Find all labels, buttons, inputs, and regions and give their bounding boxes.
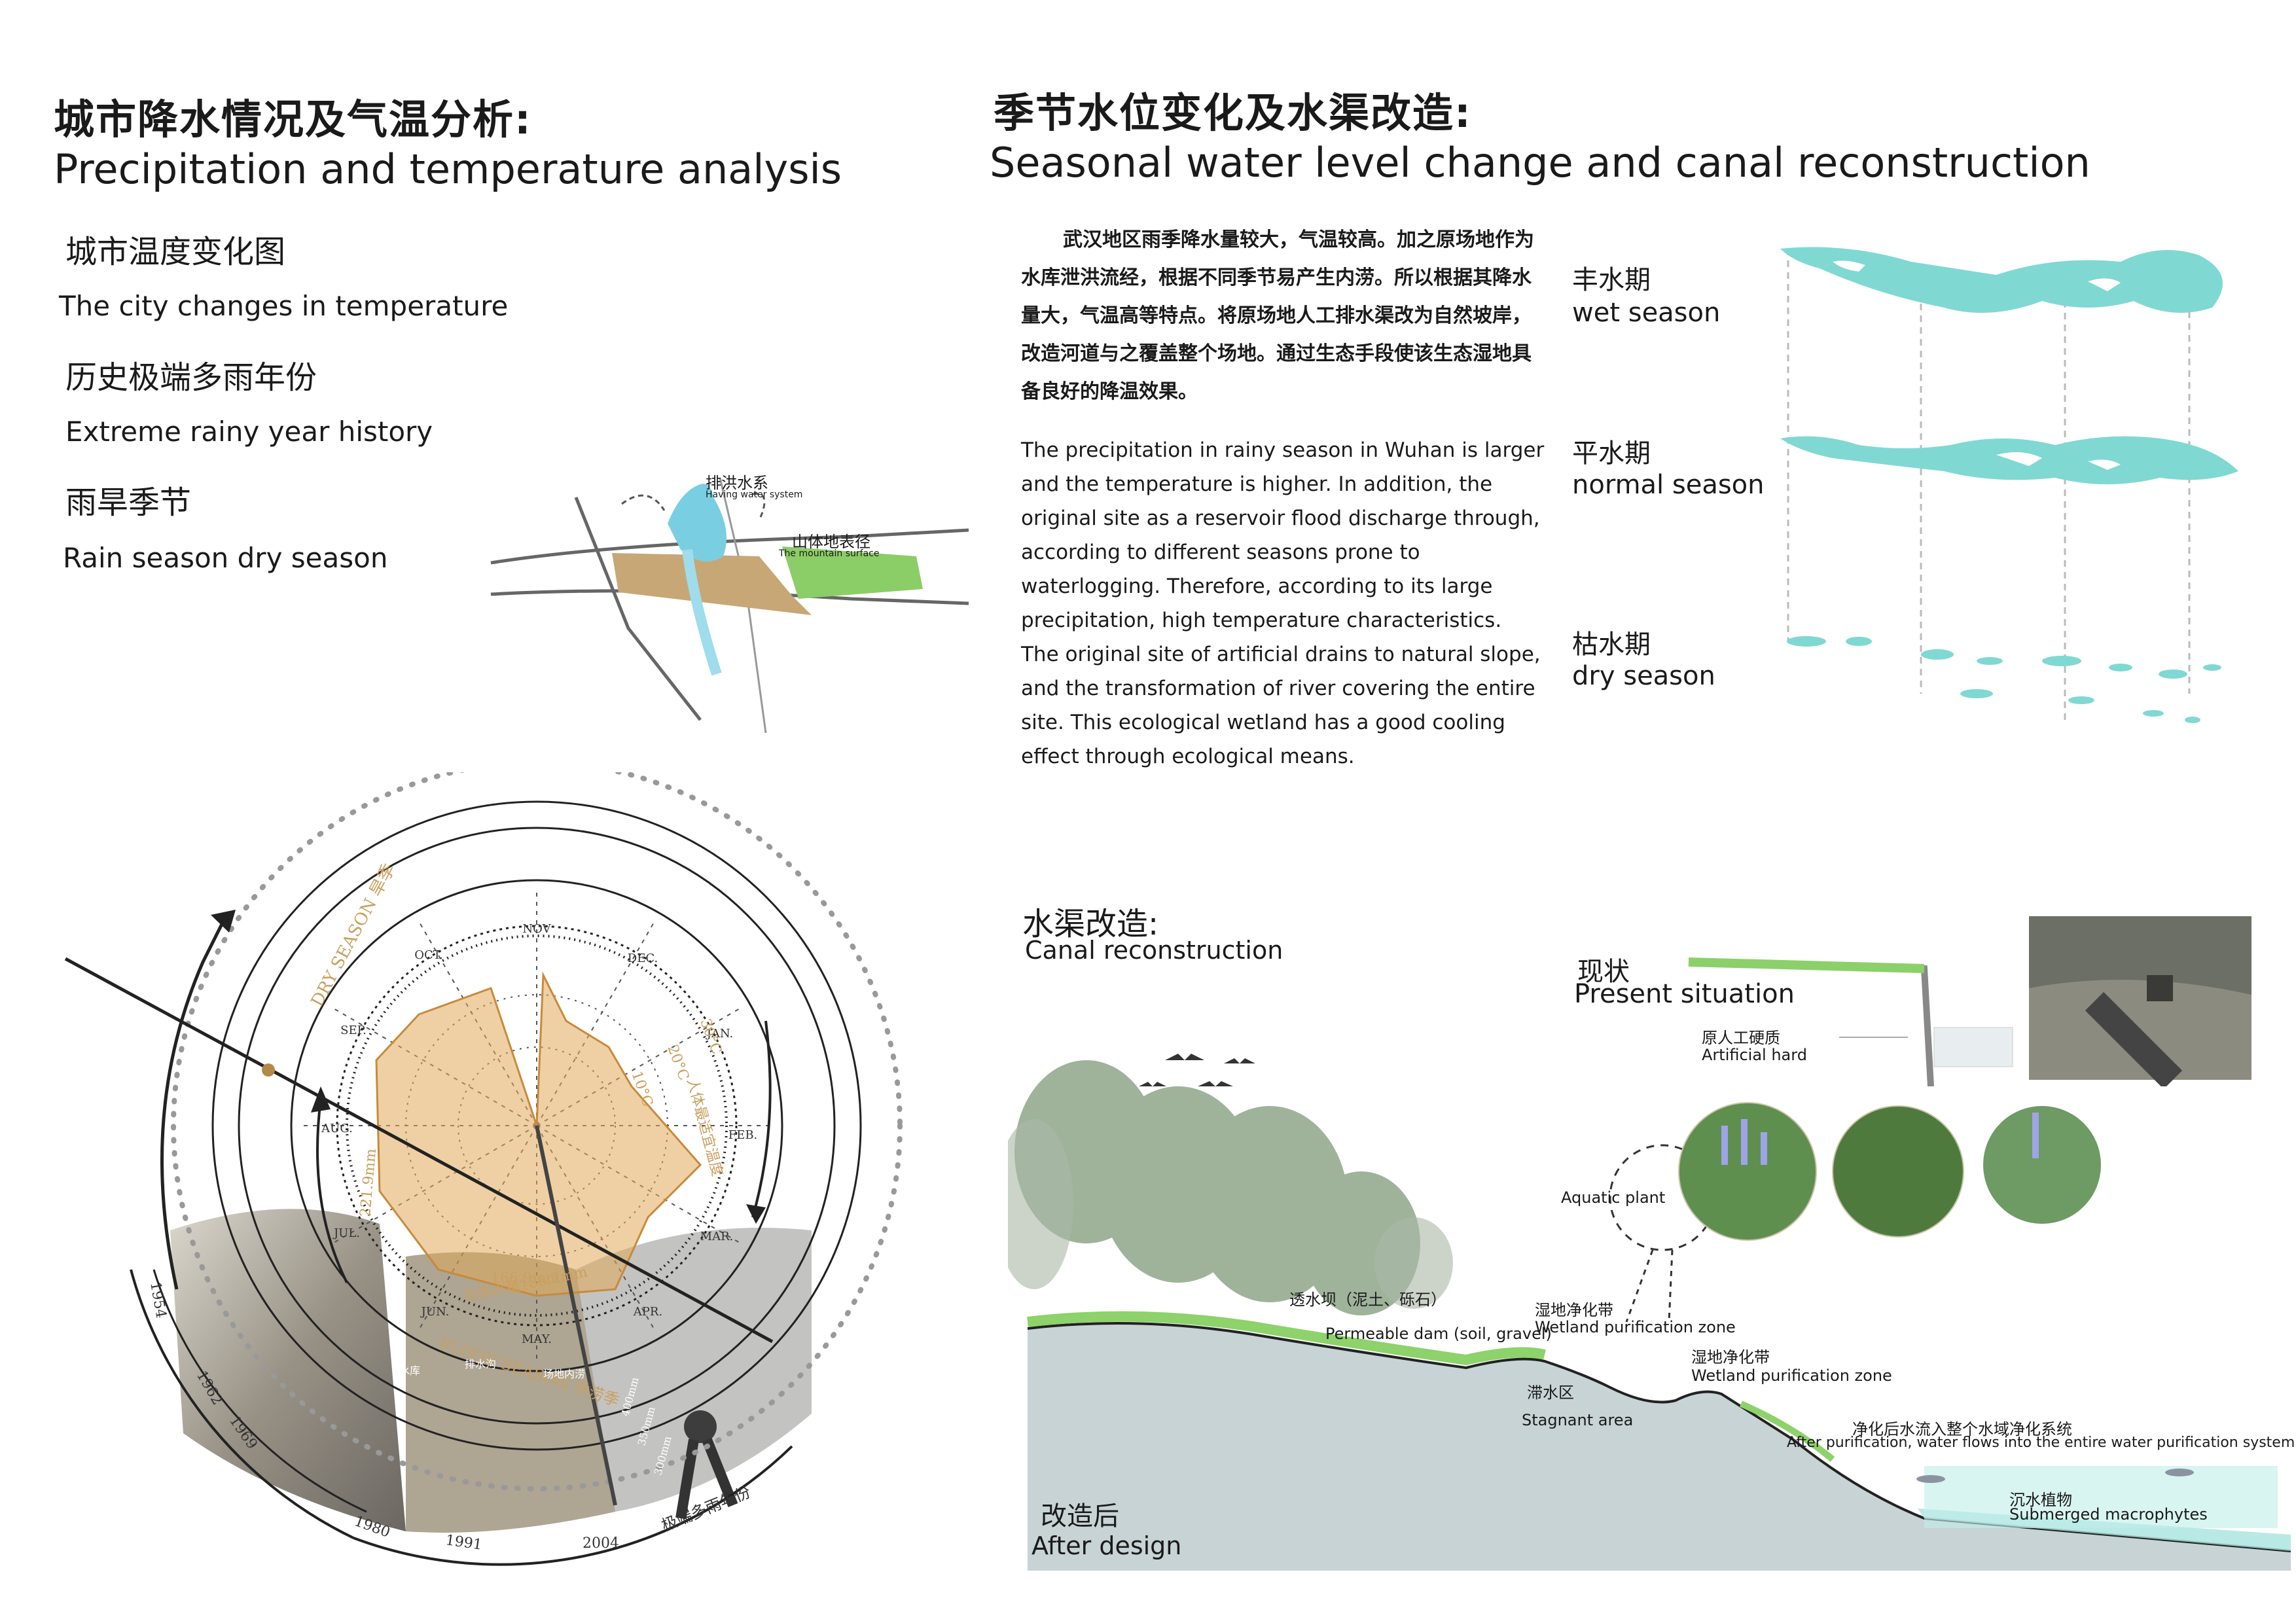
month-apr: APR. (633, 1305, 662, 1319)
map-water-cn: 排洪水系 (706, 474, 768, 492)
month-may: MAY. (522, 1332, 552, 1346)
stag-cn: 滞水区 (1527, 1383, 1574, 1402)
description-cn: 武汉地区雨季降水量较大，气温较高。加之原场地作为水库泄洪流经，根据不同季节易产生… (1021, 228, 1534, 403)
canal-title-cn: 水渠改造: (1022, 906, 1159, 942)
site-map (490, 477, 969, 733)
photo-reservoir: 水库 (399, 1364, 420, 1377)
dam-en: Permeable dam (soil, gravel) (1325, 1325, 1552, 1343)
wet1-en: Wetland purification zone (1535, 1318, 1736, 1336)
stag-en: Stagnant area (1522, 1411, 1634, 1429)
after-flow-cn: 净化后水流入整个水域净化系统 (1852, 1420, 2072, 1438)
flood-photo-center (406, 1252, 615, 1533)
hard-en: Artificial hard (1702, 1046, 1807, 1064)
hard-cn: 原人工硬质 (1702, 1029, 1780, 1047)
year-2004: 2004 (583, 1535, 619, 1552)
normal-season-water (1780, 436, 2238, 484)
season-normal-en: normal season (1572, 470, 1765, 500)
plant-photo-1 (1679, 1103, 1816, 1240)
after-design-cn: 改造后 (1041, 1501, 1119, 1531)
item-season-en: Rain season dry season (63, 542, 388, 574)
submerged-en: Submerged macrophytes (2009, 1505, 2208, 1524)
photo-flooding: 场地内涝 (543, 1368, 585, 1380)
dry-season-water (1787, 636, 2221, 723)
month-jan: JAN. (706, 1027, 734, 1041)
month-oct: OCT. (414, 948, 443, 962)
month-feb: FEB. (728, 1128, 758, 1142)
birds (1139, 1054, 1255, 1086)
present-en: Present situation (1574, 979, 1795, 1009)
month-nov: NOV (522, 922, 551, 936)
canal-title-en: Canal reconstruction (1025, 936, 1283, 965)
item-temperature-en: The city changes in temperature (59, 290, 509, 322)
photo-drain: 排水沟 (465, 1358, 496, 1370)
right-title-cn: 季节水位变化及水渠改造: (994, 89, 1472, 137)
after-design-section (1008, 1054, 2291, 1571)
submerged-cn: 沉水植物 (2009, 1491, 2072, 1509)
plant-photo-3 (1983, 1106, 2101, 1224)
right-title-en: Seasonal water level change and canal re… (990, 139, 2090, 187)
season-wet-cn: 丰水期 (1572, 265, 1651, 295)
flood-photo-left (170, 1209, 406, 1531)
wet2-cn: 湿地净化带 (1691, 1348, 1770, 1366)
rain-166: 166.9mm (491, 1270, 560, 1287)
month-dec: DEC. (628, 952, 658, 965)
aquatic-plant-label: Aquatic plant (1561, 1188, 1666, 1207)
month-jul: JUL. (332, 1226, 360, 1240)
description-en: The precipitation in rainy season in Wuh… (1021, 438, 1545, 768)
left-title-cn: 城市降水情况及气温分析: (54, 96, 532, 143)
after-flow-en: After purification, water flows into the… (1787, 1435, 2295, 1451)
season-normal-cn: 平水期 (1572, 438, 1651, 469)
map-water-en: Having water system (706, 490, 803, 500)
after-design-en: After design (1031, 1531, 1182, 1560)
wet2-en: Wetland purification zone (1691, 1366, 1892, 1385)
year-1991: 1991 (444, 1532, 483, 1554)
season-wet-en: wet season (1572, 298, 1721, 328)
wet-season-water (1780, 247, 2223, 313)
dam-cn: 透水坝（泥土、砾石） (1289, 1291, 1446, 1309)
map-mountain-cn: 山体地表径 (792, 533, 870, 551)
month-jun: JUN. (420, 1305, 450, 1319)
month-sep: SEP. (340, 1024, 367, 1037)
year-1954: 1954 (147, 1281, 169, 1319)
radial-climate-diagram: NOV DEC. JAN. FEB. MAR. APR. MAY. JUN. J… (64, 772, 903, 1566)
item-season-cn: 雨旱季节 (65, 484, 192, 521)
map-mountain-en: The mountain surface (779, 548, 880, 559)
month-aug: AUG. (321, 1122, 353, 1135)
rain-221: 221.9mm (357, 1148, 380, 1218)
plant-photo-2 (1833, 1106, 1964, 1237)
left-title-en: Precipitation and temperature analysis (54, 145, 842, 193)
item-rainy-en: Extreme rainy year history (65, 416, 433, 448)
season-dry-cn: 枯水期 (1572, 630, 1651, 660)
water-body (668, 484, 726, 562)
seasonal-water-diagram (1780, 247, 2238, 723)
item-temperature-cn: 城市温度变化图 (65, 234, 286, 270)
present-section (1688, 916, 2251, 1086)
present-cn: 现状 (1577, 957, 1630, 987)
item-rainy-cn: 历史极端多雨年份 (65, 359, 317, 396)
temp-20: 20°C (664, 1043, 692, 1083)
month-mar: MAR. (700, 1230, 734, 1243)
season-dry-en: dry season (1572, 661, 1715, 691)
wet1-cn: 湿地净化带 (1535, 1301, 1613, 1319)
purified-water (1924, 1466, 2278, 1528)
ground-section (1028, 1323, 2291, 1571)
